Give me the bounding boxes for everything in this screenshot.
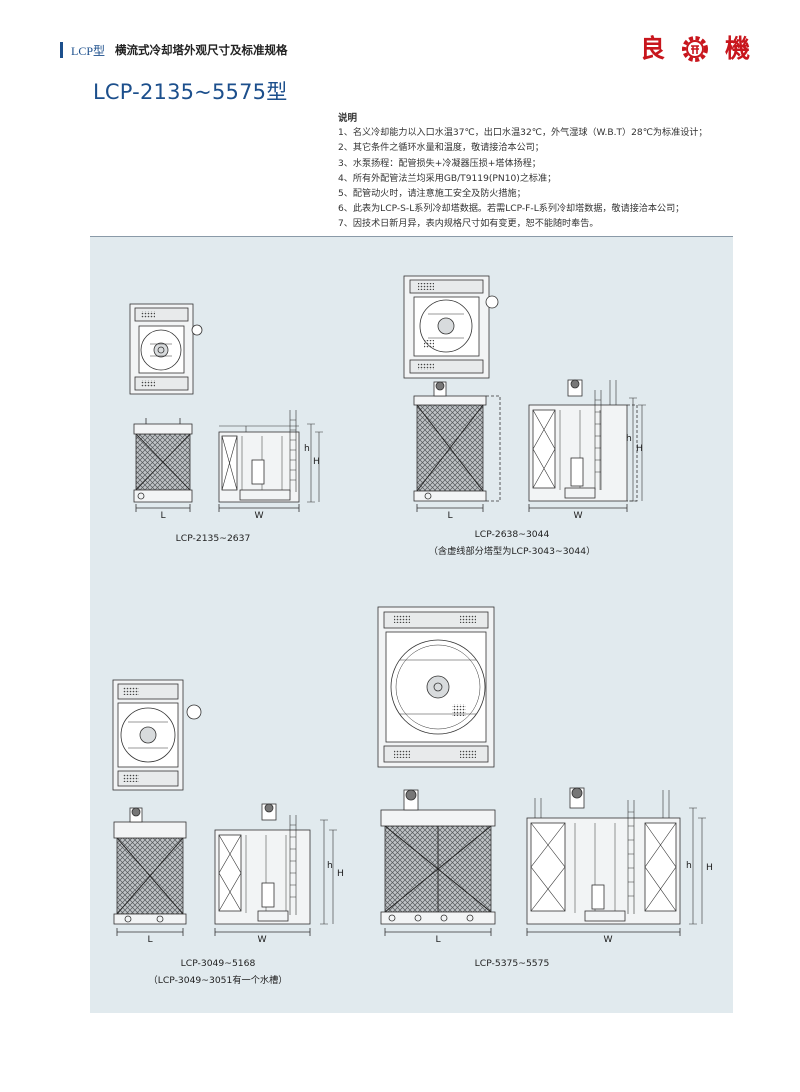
dim-length-label: L: [147, 934, 153, 945]
dim-small-height-label: h: [304, 443, 310, 454]
drawing-subcaption: （含虚线部分塔型为LCP-3043~3044）: [428, 546, 596, 557]
dim-length-label: L: [160, 510, 166, 521]
dim-small-height-label: h: [327, 860, 333, 871]
dim-small-height-label: h: [686, 860, 692, 871]
series-code: LCP型: [71, 43, 106, 58]
note-item: 4、所有外配管法兰均采用GB/T9119(PN10)之标准；: [338, 173, 557, 184]
dim-width-label: W: [603, 934, 613, 945]
dim-width-label: W: [254, 510, 264, 521]
drawing-lcp-2638-3044: [403, 275, 646, 512]
dim-height-label: H: [337, 868, 344, 879]
note-item: 2、其它条件之循环水量和温度，敬请接洽本公司；: [338, 143, 544, 154]
drawing-caption: LCP-5375~5575: [474, 958, 550, 969]
dim-width-label: W: [257, 934, 267, 945]
gear-emblem-icon: [682, 36, 708, 62]
dim-height-label: H: [313, 456, 320, 467]
dim-height-label: H: [636, 443, 643, 454]
drawing-subcaption: （LCP-3049~3051有一个水槽）: [148, 975, 288, 986]
notes-block: 说明 1、名义冷却能力以入口水温37℃，出口水温32℃，外气湿球（W.B.T）2…: [338, 111, 707, 233]
header-accent-bar: [60, 42, 63, 58]
model-title: LCP-2135~5575型: [93, 80, 288, 104]
note-item: 6、此表为LCP-S-L系列冷却塔数据。若需LCP-F-L系列冷却塔数据，敬请接…: [338, 204, 685, 215]
company-logo: 良 機: [640, 33, 750, 65]
note-item: 5、配管动火时，请注意施工安全及防火措施；: [338, 189, 526, 200]
logo-left-char: 良: [640, 34, 666, 63]
drawing-lcp-3049-5168: [112, 679, 337, 936]
notes-heading: 说明: [338, 113, 358, 124]
drawing-caption: LCP-2638~3044: [474, 529, 550, 540]
dim-height-label: H: [706, 862, 713, 873]
drawing-lcp-5375-5575: [377, 606, 706, 936]
note-item: 1、名义冷却能力以入口水温37℃，出口水温32℃，外气湿球（W.B.T）28℃为…: [338, 128, 708, 139]
section-divider: [90, 236, 733, 237]
header-title: 横流式冷却塔外观尺寸及标准规格: [115, 43, 288, 57]
dim-length-label: L: [435, 934, 441, 945]
note-item: 7、因技术日新月异，表内规格尺寸如有变更，恕不能随时奉告。: [338, 219, 599, 230]
drawing-caption: LCP-2135~2637: [175, 533, 251, 544]
drawing-caption: LCP-3049~5168: [180, 958, 256, 969]
note-item: 3、水泵扬程：配管损失+冷凝器压损+塔体扬程；: [338, 158, 541, 169]
dim-width-label: W: [573, 510, 583, 521]
logo-right-char: 機: [724, 34, 750, 63]
dim-length-label: L: [447, 510, 453, 521]
drawing-lcp-2135-2637: [129, 303, 323, 512]
page-header: LCP型 横流式冷却塔外观尺寸及标准规格: [60, 40, 288, 60]
dim-small-height-label: h: [626, 433, 632, 444]
